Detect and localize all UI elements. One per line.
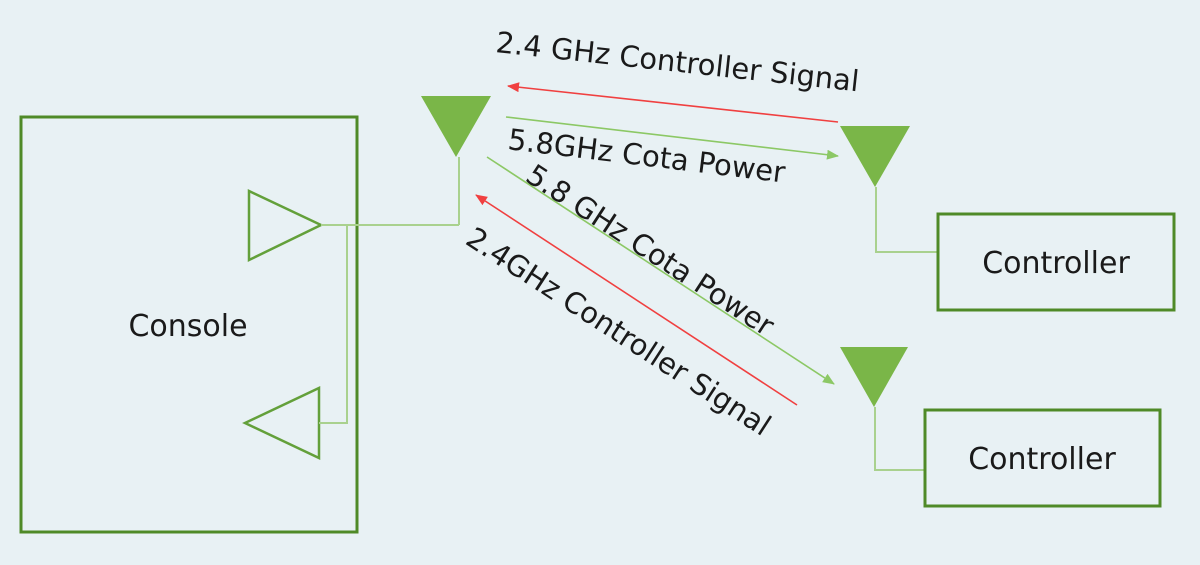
controller-label-1: Controller (982, 246, 1130, 281)
cota-power-arrow-diagonal (486, 156, 835, 385)
console-box (19, 115, 359, 534)
console-label: Console (128, 309, 247, 344)
console-node: Console (19, 115, 459, 534)
antenna-icon (421, 96, 491, 157)
transmitter-triangle-icon (247, 189, 324, 262)
top-controller-signal-label: 2.4 GHz Controller Signal (494, 25, 861, 98)
controller-box-1 (936, 212, 1176, 312)
antenna-icon (840, 126, 910, 187)
controller-node-2: Controller (840, 347, 1162, 508)
controller-2-wire (874, 407, 925, 471)
console-internal-wire (319, 225, 348, 424)
controller-1-wire (875, 187, 938, 253)
console-antenna (421, 96, 491, 225)
diagonal-controller-signal-label: 2.4GHz Controller Signal (460, 220, 777, 442)
controller-label-2: Controller (968, 442, 1116, 477)
controller-node-1: Controller (840, 126, 1176, 312)
receiver-triangle-icon (242, 386, 321, 460)
cota-power-arrow-top (505, 116, 839, 160)
controller-signal-arrow-diagonal (475, 194, 798, 406)
antenna-icon (840, 347, 908, 407)
controller-signal-arrow-top (507, 82, 839, 123)
controller-box-2 (923, 408, 1162, 508)
